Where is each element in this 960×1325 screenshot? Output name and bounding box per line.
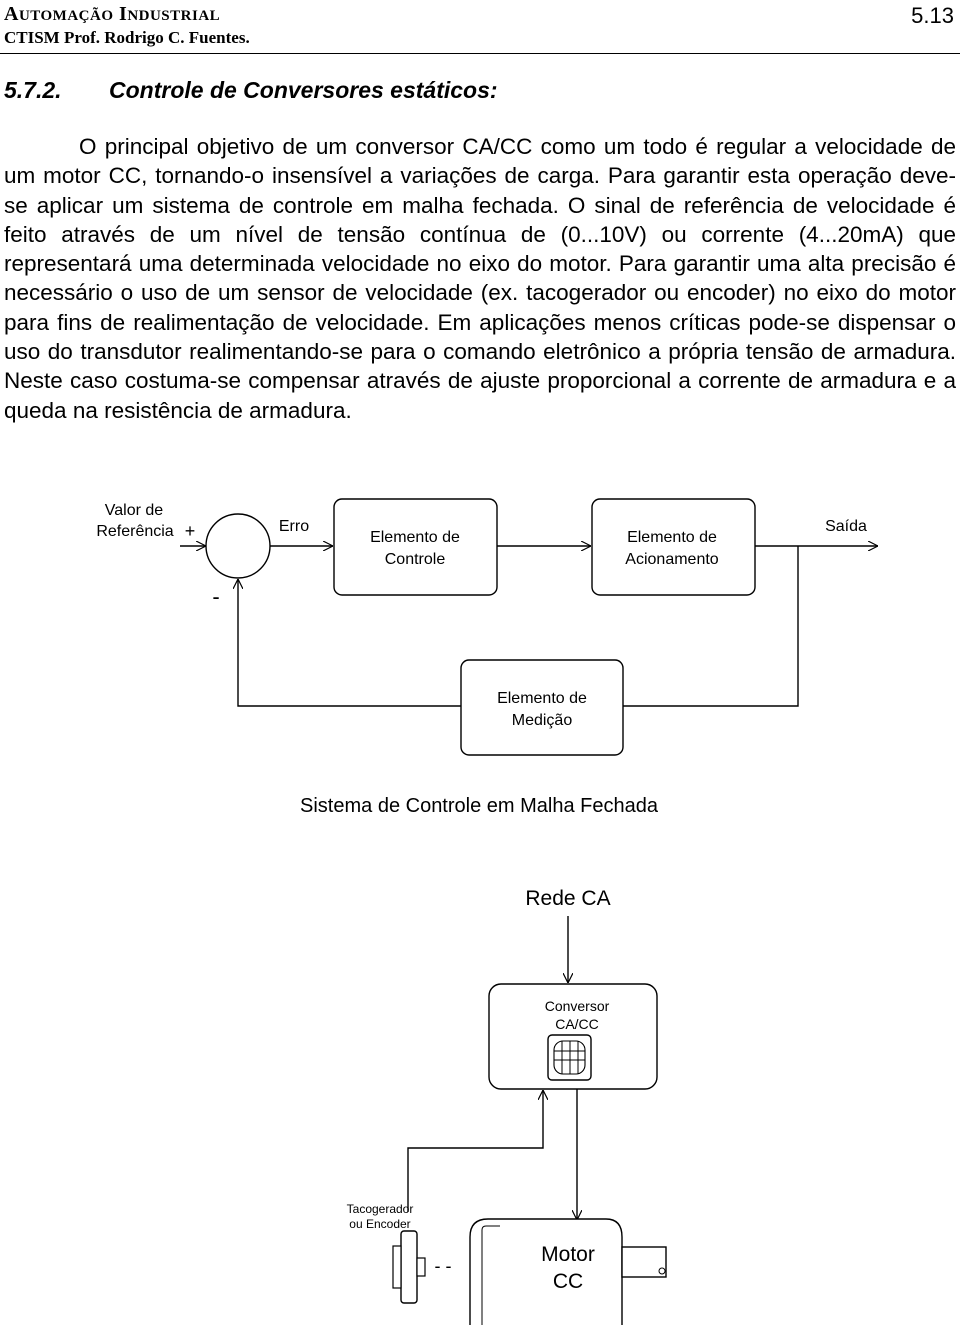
tacho-label-line1: Tacogerador bbox=[347, 1202, 414, 1216]
header-title-rest1: UTOMAÇÃO bbox=[18, 8, 114, 24]
tacho-label-line2: ou Encoder bbox=[349, 1217, 410, 1231]
converter-device-icon bbox=[547, 1034, 592, 1081]
controller-block bbox=[333, 498, 498, 596]
actuator-block bbox=[591, 498, 756, 596]
motor-label-line2: CC bbox=[553, 1270, 583, 1293]
actuator-label-line2: Acionamento bbox=[625, 551, 718, 568]
section-title: Controle de Conversores estáticos: bbox=[109, 77, 498, 103]
motor-label-line1: Motor bbox=[541, 1243, 595, 1266]
feedback-tap-line bbox=[623, 546, 799, 707]
tachogenerator-encoder bbox=[392, 1230, 426, 1304]
sensor-block bbox=[460, 659, 624, 756]
plus-sign: + bbox=[185, 521, 196, 541]
header-title-cap2: I bbox=[119, 3, 128, 25]
coupling-dashes: - - bbox=[435, 1256, 452, 1276]
paragraph-text: O principal objetivo de um conversor CA/… bbox=[4, 134, 956, 423]
reference-label-line1: Valor de bbox=[105, 502, 164, 519]
document-header-title: AUTOMAÇÃO INDUSTRIAL bbox=[4, 3, 220, 26]
error-label: Erro bbox=[279, 518, 309, 535]
block-diagram: Valor de Referência + - Erro Elemento de… bbox=[96, 498, 878, 817]
header-title-rest2: NDUSTRIAL bbox=[127, 8, 221, 24]
converter-label-line1: Conversor bbox=[545, 998, 610, 1014]
document-header-subtitle: CTISM Prof. Rodrigo C. Fuentes. bbox=[4, 28, 250, 47]
page-number: 5.13 bbox=[911, 3, 954, 28]
feedback-arrow bbox=[238, 579, 461, 707]
drive-diagram: Rede CA Conversor CA/CC Tacogerador ou E… bbox=[347, 887, 667, 1325]
section-number: 5.7.2. bbox=[4, 77, 62, 103]
converter-label-line2: CA/CC bbox=[555, 1016, 599, 1032]
block-diagram-caption: Sistema de Controle em Malha Fechada bbox=[300, 795, 659, 817]
summing-junction bbox=[205, 513, 271, 579]
body-paragraph: O principal objetivo de um conversor CA/… bbox=[4, 132, 956, 425]
controller-label-line2: Controle bbox=[385, 551, 446, 568]
header-title-cap1: A bbox=[4, 3, 19, 25]
speed-feedback-arrow bbox=[407, 1090, 543, 1212]
minus-sign: - bbox=[212, 584, 219, 609]
output-label: Saída bbox=[825, 518, 867, 535]
header-divider bbox=[0, 53, 960, 54]
sensor-label-line2: Medição bbox=[512, 712, 573, 729]
section-heading: 5.7.2. Controle de Conversores estáticos: bbox=[4, 77, 498, 104]
grid-label: Rede CA bbox=[525, 887, 610, 910]
dc-motor bbox=[469, 1218, 667, 1325]
actuator-label-line1: Elemento de bbox=[627, 529, 717, 546]
sensor-label-line1: Elemento de bbox=[497, 690, 587, 707]
controller-label-line1: Elemento de bbox=[370, 529, 460, 546]
reference-label-line2: Referência bbox=[96, 523, 173, 540]
